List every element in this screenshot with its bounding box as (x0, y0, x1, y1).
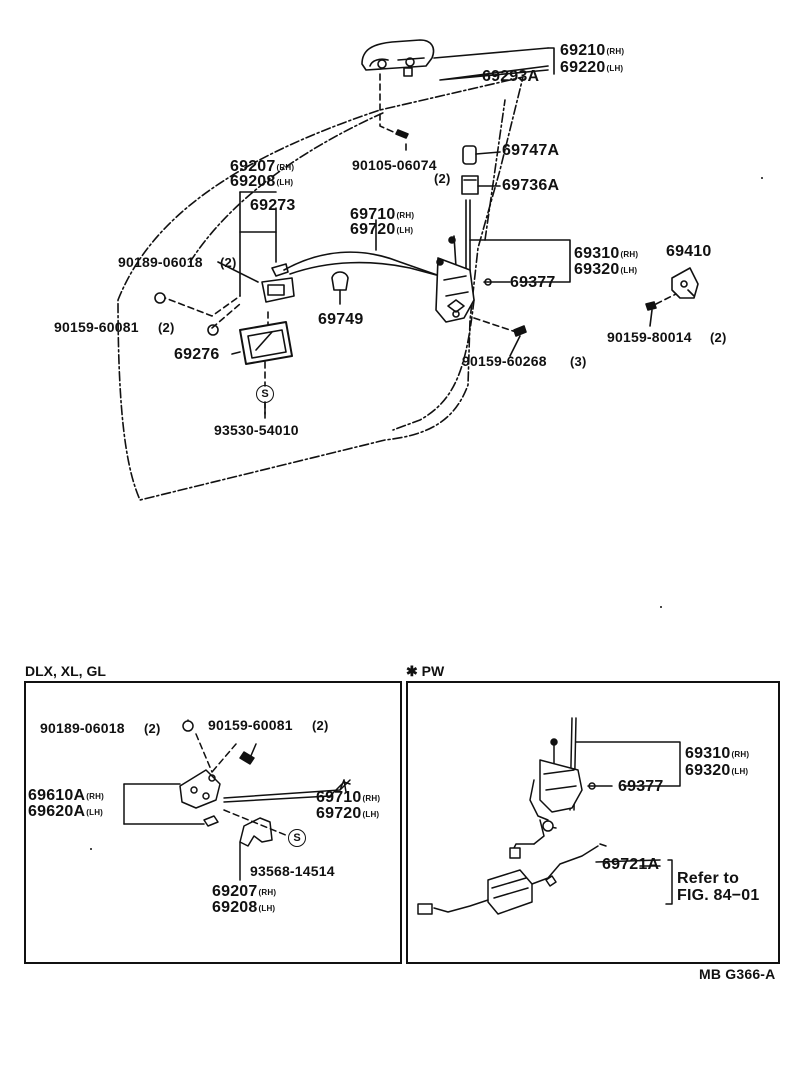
label-69720-small: 69720(LH) (316, 805, 380, 822)
label-69207-small: 69207(RH) (212, 883, 277, 900)
refer-figure-text: FIG. 84−01 (677, 887, 760, 904)
label-69293a: 69293A (482, 68, 540, 85)
door-lock-actuator (417, 843, 607, 915)
suffix-rh: (RH) (86, 792, 104, 801)
label-90189-06018-small: 90189-06018 (40, 720, 125, 736)
label-69710: 69710(RH) (350, 206, 415, 223)
suffix-rh: (RH) (396, 211, 415, 220)
suffix-lh: (LH) (362, 810, 380, 819)
label-69747a: 69747A (502, 142, 560, 159)
label-69710-small: 69710(RH) (316, 789, 381, 806)
label-69310-pw: 69310(RH) (685, 745, 750, 762)
screw-symbol-s-small: S (288, 829, 306, 847)
suffix-rh: (RH) (362, 794, 381, 803)
suffix-rh: (RH) (276, 163, 295, 172)
label-69736a: 69736A (502, 177, 560, 194)
label-90159-60081-qty-small: (2) (312, 718, 329, 733)
door-lock-assembly (435, 199, 475, 323)
label-69208-small: 69208(LH) (212, 899, 276, 916)
right-panel-title: ✱ PW (406, 663, 445, 679)
suffix-rh: (RH) (606, 47, 625, 56)
left-panel-title: DLX, XL, GL (25, 663, 106, 679)
label-69320-pw: 69320(LH) (685, 762, 749, 779)
remote-control-bracket (261, 263, 295, 303)
label-69721a: 69721A (602, 856, 660, 873)
label-90159-60081-qty: (2) (158, 320, 175, 335)
suffix-rh: (RH) (731, 750, 750, 759)
left-panel (24, 681, 402, 964)
label-90159-80014: 90159-80014 (607, 329, 692, 345)
label-69320: 69320(LH) (574, 261, 638, 278)
label-69610a: 69610A(RH) (28, 787, 104, 804)
suffix-lh: (LH) (396, 226, 414, 235)
label-90159-60081: 90159-60081 (54, 319, 139, 335)
suffix-lh: (LH) (731, 767, 749, 776)
screw-symbol-s: S (256, 385, 274, 403)
label-90189-qty-small: (2) (144, 721, 161, 736)
label-93568-14514: 93568-14514 (250, 863, 335, 879)
suffix-lh: (LH) (276, 178, 294, 187)
suffix-rh: (RH) (620, 250, 639, 259)
label-90159-80014-qty: (2) (710, 330, 727, 345)
label-69220: 69220(LH) (560, 59, 624, 76)
label-69377: 69377 (510, 274, 556, 291)
label-93530-54010: 93530-54010 (214, 422, 299, 438)
outside-handle (361, 39, 435, 77)
label-90105-qty: (2) (434, 171, 451, 186)
inside-handle (239, 321, 293, 365)
label-90159-60268: 90159-60268 (462, 353, 547, 369)
figure-code: MB G366-A (699, 966, 776, 982)
label-90159-60081-small: 90159-60081 (208, 717, 293, 733)
suffix-lh: (LH) (258, 904, 276, 913)
label-69377-pw: 69377 (618, 778, 664, 795)
label-69208: 69208(LH) (230, 173, 294, 190)
label-69207: 69207(RH) (230, 158, 295, 175)
refer-to-text: Refer to (677, 870, 740, 887)
suffix-lh: (LH) (86, 808, 104, 817)
label-69410: 69410 (666, 243, 712, 260)
door-outline (117, 76, 524, 501)
label-69749: 69749 (318, 311, 364, 328)
label-90189-06018: 90189-06018 (118, 254, 203, 270)
label-69310: 69310(RH) (574, 245, 639, 262)
label-90105-06074: 90105-06074 (352, 157, 437, 173)
label-90159-60268-qty: (3) (570, 354, 587, 369)
suffix-lh: (LH) (620, 266, 638, 275)
suffix-rh: (RH) (258, 888, 277, 897)
label-90189-qty: (2) (220, 255, 237, 270)
label-69276: 69276 (174, 346, 220, 363)
label-69273: 69273 (250, 197, 296, 214)
label-69720: 69720(LH) (350, 221, 414, 238)
suffix-lh: (LH) (606, 64, 624, 73)
door-striker (671, 267, 699, 299)
label-69210: 69210(RH) (560, 42, 625, 59)
label-69620a: 69620A(LH) (28, 803, 104, 820)
right-panel (406, 681, 780, 964)
